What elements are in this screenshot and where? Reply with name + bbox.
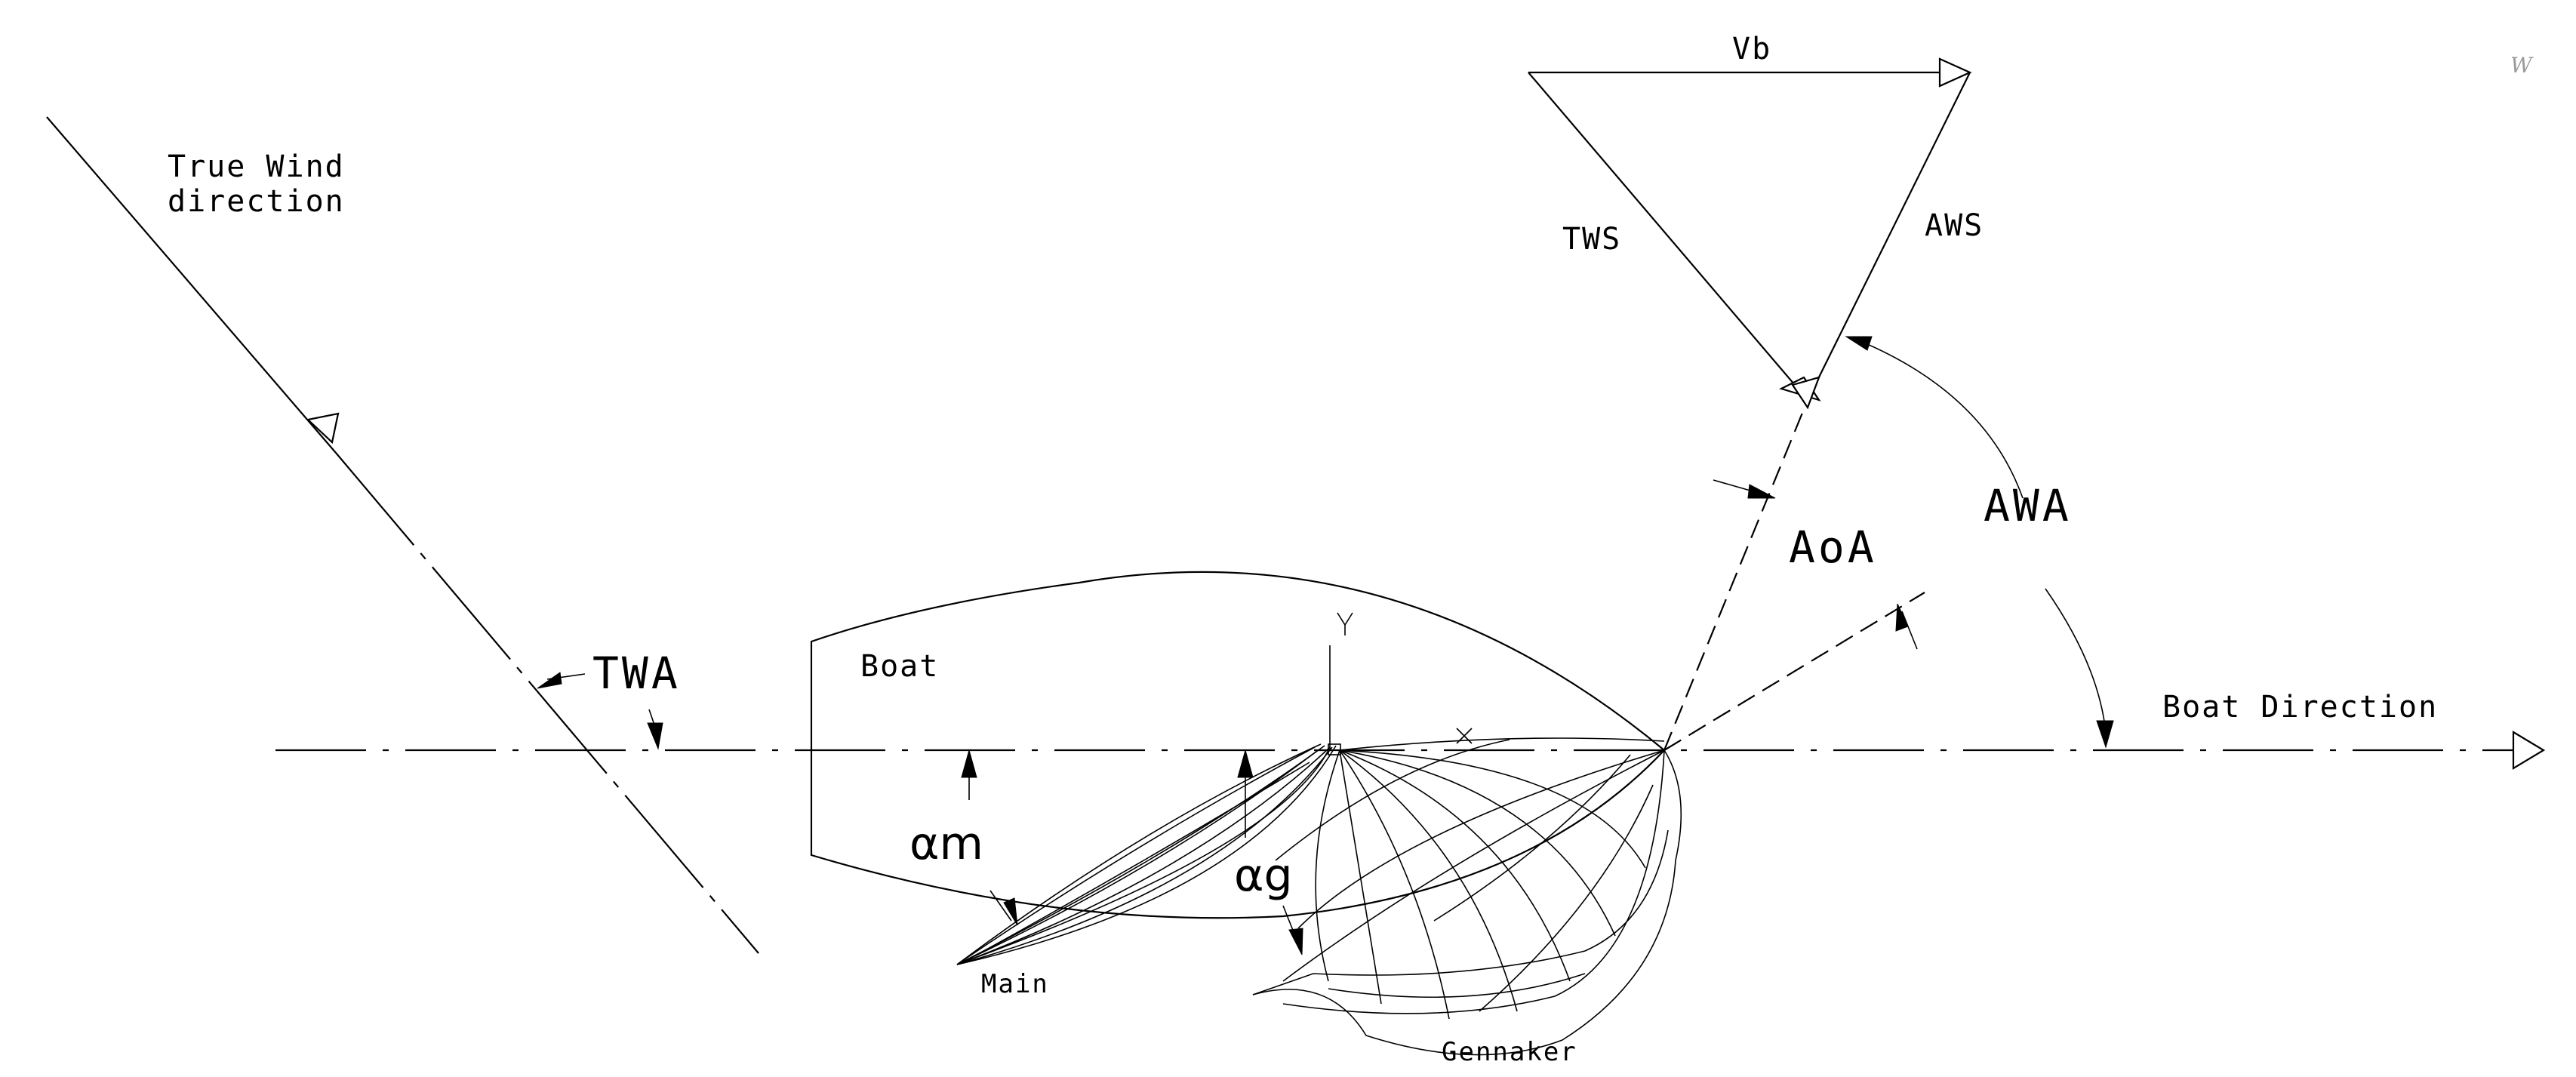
awa-label: AWA [1984, 480, 2072, 531]
twa-arrow-lower [647, 722, 663, 750]
gennaker-label: Gennaker [1442, 1037, 1577, 1067]
gennaker [1252, 728, 1682, 1056]
awa-arrow-lower [2096, 720, 2114, 749]
true-wind-label-line2: direction [168, 184, 345, 219]
apparent-wind-line-solid [1807, 72, 1971, 401]
tws-vector [1528, 72, 1808, 401]
boat-direction-label: Boat Direction [2162, 690, 2438, 725]
twa-arrow-upper [537, 672, 562, 689]
alpha-g-arrow-up [1237, 749, 1254, 778]
boat-label: Boat [860, 649, 939, 684]
alpha-m-arrow-up [961, 749, 977, 778]
aoa-arrow [1747, 484, 1776, 499]
aoa-leader-lower [1901, 611, 1918, 650]
aoa-arrow-lower [1895, 603, 1909, 632]
aws-arrowhead [1791, 376, 1820, 410]
true-wind-line-dashed [335, 452, 759, 954]
aws-label: AWS [1925, 208, 1984, 243]
boat-direction-arrowhead [2512, 731, 2546, 770]
alpha-g-arrow-down [1288, 928, 1303, 955]
alpha-m-arrow-down [1003, 897, 1018, 926]
apparent-wind-line-dashed [1663, 399, 1809, 751]
alpha-m-leader [989, 890, 1012, 922]
true-wind-arrowhead [306, 412, 340, 445]
awa-arc [1856, 339, 2024, 499]
sail-chord-extension [1663, 592, 1925, 751]
mainsail [956, 743, 1337, 965]
alpha-g-label: αg [1234, 849, 1293, 902]
mast-head [1328, 743, 1341, 755]
bow-tick [1337, 612, 1353, 635]
twa-label: TWA [592, 648, 681, 699]
corner-mark: W [2510, 53, 2534, 78]
aoa-label: AoA [1789, 522, 1877, 573]
vb-label: Vb [1732, 32, 1771, 66]
alpha-m-label: αm [909, 817, 983, 870]
true-wind-label-line1: True Wind [168, 149, 345, 184]
tws-label: TWS [1562, 222, 1621, 257]
awa-arrow-upper [1845, 336, 1873, 351]
main-label: Main [981, 969, 1049, 999]
vb-arrowhead [1938, 57, 1972, 88]
true-wind-line-solid [46, 116, 337, 454]
awa-arc-lower [2045, 588, 2107, 733]
